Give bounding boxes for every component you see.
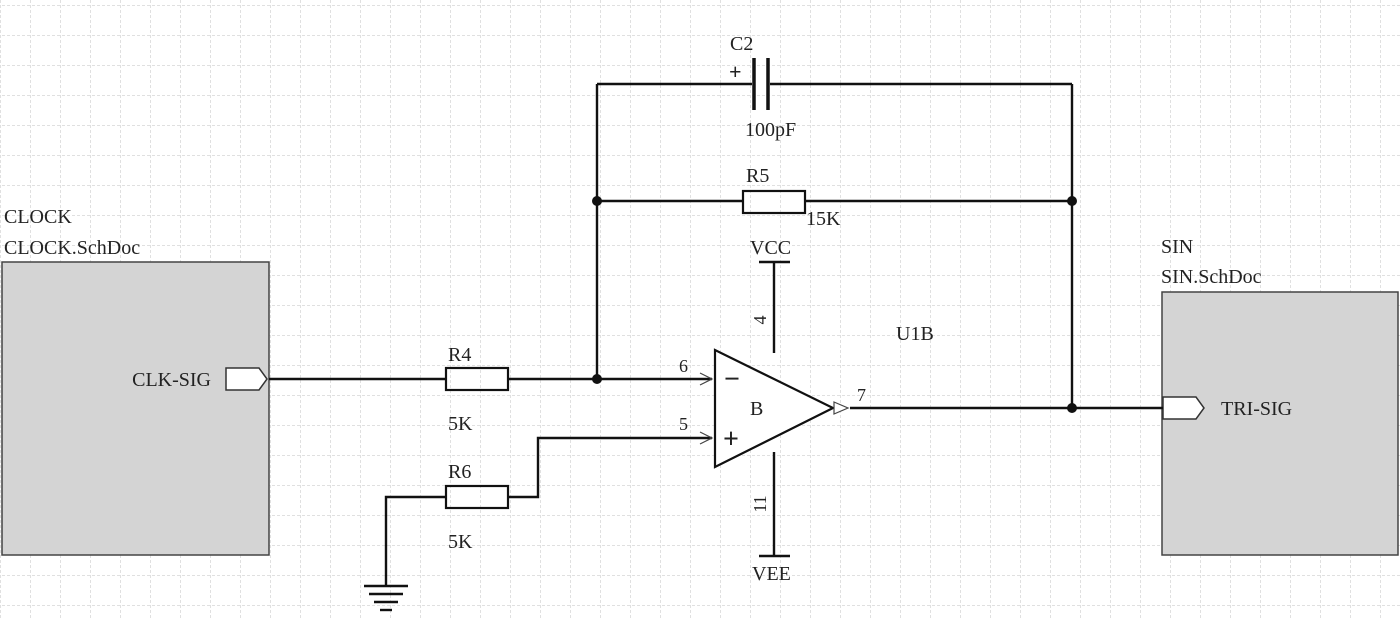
r4-designator: R4 — [448, 344, 471, 366]
opamp-u1b[interactable]: − + B U1B 6 5 7 4 11 — [679, 316, 934, 513]
vee-power-port[interactable]: VEE — [752, 554, 791, 585]
r4-value: 5K — [448, 413, 473, 435]
tri-sig-port-label: TRI-SIG — [1221, 398, 1292, 420]
opamp-triangle — [713, 348, 836, 469]
pin-7-number: 7 — [857, 385, 866, 405]
clock-sheet-file: CLOCK.SchDoc — [4, 237, 140, 259]
r5-body — [741, 189, 807, 215]
pin-11-number: 11 — [750, 495, 770, 512]
c2-value: 100pF — [745, 119, 796, 141]
junction-dot-r5-left — [592, 196, 602, 206]
pin-5-arrow — [699, 431, 714, 445]
opamp-minus-sign: − — [724, 364, 740, 395]
junction-dot-r5-right — [1067, 196, 1077, 206]
sin-sheet-box[interactable] — [1161, 291, 1399, 556]
pin-6-arrow — [699, 372, 714, 386]
clk-sig-port-label: CLK-SIG — [132, 369, 211, 391]
vcc-label: VCC — [750, 237, 791, 259]
pin-5-number: 5 — [679, 414, 688, 434]
pin-4-number: 4 — [750, 316, 770, 325]
wire-r6-to-ground[interactable] — [384, 495, 446, 585]
pin-7-arrow — [833, 401, 850, 415]
r6-value: 5K — [448, 531, 473, 553]
pin-6-number: 6 — [679, 356, 688, 376]
resistor-r4[interactable]: R4 5K — [444, 344, 510, 435]
clock-sheet-symbol[interactable]: CLOCK CLOCK.SchDoc CLK-SIG — [1, 206, 270, 556]
clk-sig-port-entry[interactable] — [225, 367, 268, 391]
vee-label: VEE — [752, 563, 791, 585]
opamp-part-letter: B — [750, 398, 763, 420]
vcc-power-port[interactable]: VCC — [750, 237, 791, 264]
r4-body — [444, 366, 510, 392]
wire-noninverting-to-r6[interactable] — [508, 436, 712, 499]
r5-designator: R5 — [746, 165, 769, 187]
c2-designator: C2 — [730, 33, 753, 55]
c2-polarity-mark: + — [729, 59, 742, 84]
r5-value: 15K — [806, 208, 841, 230]
ground-symbol[interactable] — [364, 584, 408, 612]
junction-dot-inverting — [592, 374, 602, 384]
sin-sheet-name: SIN — [1161, 236, 1193, 258]
resistor-r6[interactable]: R6 5K — [444, 461, 510, 553]
sin-sheet-symbol[interactable]: SIN SIN.SchDoc TRI-SIG — [1161, 236, 1399, 556]
r6-body — [444, 484, 510, 510]
opamp-plus-sign: + — [723, 424, 739, 455]
r6-designator: R6 — [448, 461, 471, 483]
junction-dot-output — [1067, 403, 1077, 413]
capacitor-c2[interactable]: + C2 100pF — [729, 33, 796, 141]
tri-sig-port-entry[interactable] — [1162, 396, 1205, 420]
wires — [269, 82, 1163, 585]
sin-sheet-file: SIN.SchDoc — [1161, 266, 1262, 288]
clock-sheet-box[interactable] — [1, 261, 270, 556]
opamp-designator: U1B — [896, 323, 934, 345]
clock-sheet-name: CLOCK — [4, 206, 72, 228]
resistor-r5[interactable]: R5 15K — [741, 165, 841, 230]
